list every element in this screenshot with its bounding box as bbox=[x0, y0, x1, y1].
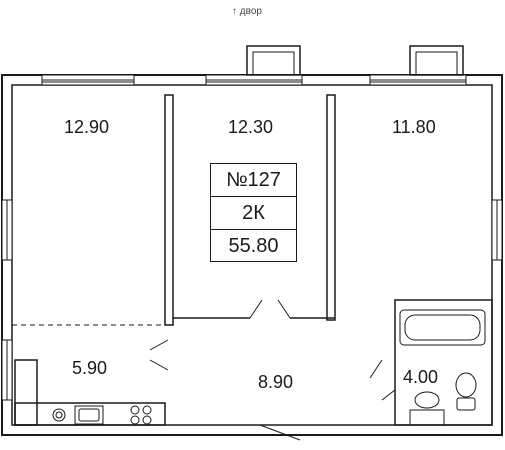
room-area-hall: 8.90 bbox=[258, 372, 294, 392]
window-top-left bbox=[41, 74, 135, 86]
kitchen-sink bbox=[74, 405, 104, 425]
apartment-number: №127 bbox=[211, 164, 296, 197]
room-area-kitchen: 5.90 bbox=[72, 358, 108, 378]
up-arrow-icon: ↑ bbox=[232, 6, 237, 17]
courtyard-indicator: ↑ двор bbox=[232, 6, 262, 17]
room-area-bathroom: 4.00 bbox=[403, 367, 439, 387]
room-area-middle: 12.30 bbox=[228, 117, 274, 137]
balcony-middle bbox=[246, 45, 301, 76]
stove bbox=[130, 405, 152, 425]
bathroom-sink bbox=[409, 391, 445, 426]
window-top-middle bbox=[205, 74, 303, 86]
window-right bbox=[491, 199, 503, 261]
door-entrance bbox=[259, 424, 301, 441]
apartment-total-area: 55.80 bbox=[228, 235, 279, 257]
window-left bbox=[1, 199, 13, 261]
room-area-right: 11.80 bbox=[392, 117, 436, 137]
partition-left bbox=[164, 94, 174, 326]
balcony-right bbox=[409, 45, 464, 76]
toilet bbox=[455, 372, 477, 411]
bathtub bbox=[399, 309, 486, 346]
door-kitchen bbox=[149, 339, 169, 371]
apartment-info-box: №127 2К 55.80 bbox=[210, 163, 297, 262]
window-left-kitchen bbox=[1, 339, 13, 401]
kitchen-counter bbox=[14, 359, 166, 426]
courtyard-label: двор bbox=[239, 6, 262, 17]
kitchen-appliance-icon bbox=[52, 408, 66, 422]
door-bathroom bbox=[369, 359, 396, 401]
room-area-left: 12.90 bbox=[64, 117, 110, 137]
door-middle-room bbox=[249, 299, 291, 319]
partition-right bbox=[326, 94, 336, 321]
apartment-type: 2К bbox=[211, 197, 296, 230]
window-top-right bbox=[369, 74, 467, 86]
